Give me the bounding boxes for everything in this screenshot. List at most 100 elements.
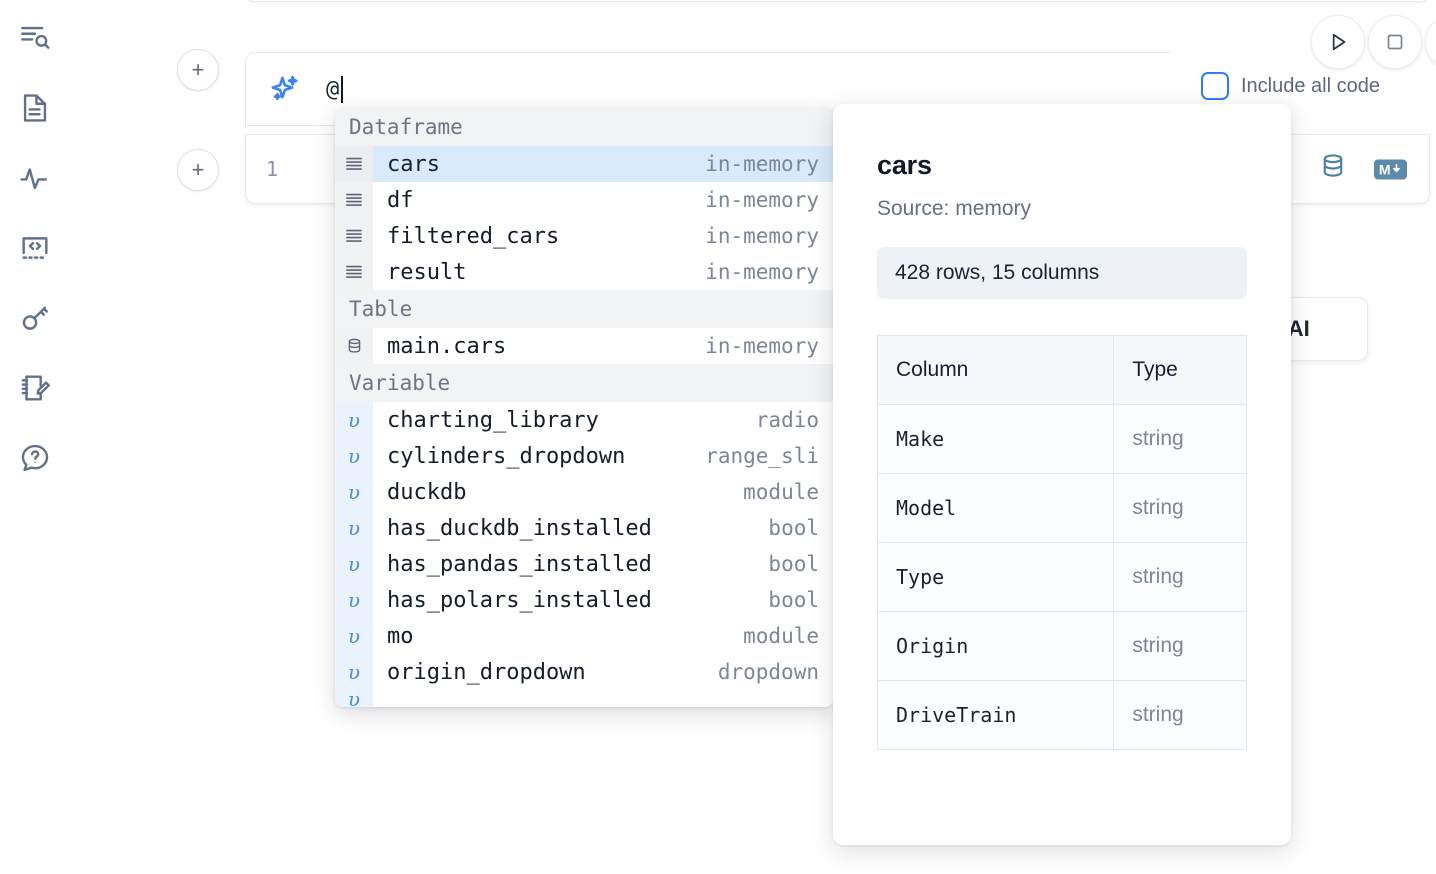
down-arrow-icon xyxy=(1393,163,1400,173)
autocomplete-item-name: filtered_cars xyxy=(387,223,560,249)
autocomplete-item-type: bool xyxy=(768,516,819,540)
variable-icon: υ xyxy=(335,582,373,618)
ai-prompt-value: @ xyxy=(326,76,340,102)
dataframe-icon xyxy=(335,218,373,254)
play-icon xyxy=(1332,33,1346,51)
variable-icon: υ xyxy=(335,438,373,474)
schema-column-type: string xyxy=(1113,404,1247,474)
dataframe-icon xyxy=(335,254,373,290)
dataframe-icon xyxy=(335,182,373,218)
autocomplete-item-name: duckdb xyxy=(387,479,467,505)
schema-column-type: string xyxy=(1113,611,1247,681)
schema-column-name: Origin xyxy=(876,611,1115,681)
schema-column-header: Column xyxy=(876,335,1115,405)
autocomplete-item-type: in-memory xyxy=(705,224,819,248)
schema-column-name: Type xyxy=(876,542,1115,612)
schema-column-type: string xyxy=(1113,542,1247,612)
autocomplete-item-type: in-memory xyxy=(705,188,819,212)
autocomplete-item[interactable]: υ cylinders_dropdown range_sli xyxy=(335,438,833,474)
detail-shape-badge: 428 rows, 15 columns xyxy=(877,247,1247,299)
autocomplete-item-type: bool xyxy=(768,552,819,576)
markdown-icon[interactable]: M xyxy=(1373,159,1407,179)
autocomplete-item-name: has_duckdb_installed xyxy=(387,515,652,541)
autocomplete-item[interactable]: υ has_polars_installed bool xyxy=(335,582,833,618)
notebook-edit-icon[interactable] xyxy=(11,364,59,412)
autocomplete-item-name: charting_library xyxy=(387,407,599,433)
text-caret xyxy=(340,75,343,103)
dataframe-detail-panel: cars Source: memory 428 rows, 15 columns… xyxy=(833,104,1291,845)
activity-icon[interactable] xyxy=(11,154,59,202)
autocomplete-item[interactable]: main.cars in-memory xyxy=(335,328,833,364)
add-cell-button-top[interactable]: + xyxy=(177,49,219,91)
schema-column-type: string xyxy=(1113,473,1247,543)
previous-cell-fragment xyxy=(245,0,1430,2)
autocomplete-item-name: has_pandas_installed xyxy=(387,551,652,577)
autocomplete-item-name: cylinders_dropdown xyxy=(387,443,626,469)
add-cell-button-bottom[interactable]: + xyxy=(177,149,219,191)
more-actions-button[interactable] xyxy=(1425,15,1436,69)
autocomplete-item-type: module xyxy=(743,624,819,648)
include-all-code-label: Include all code xyxy=(1241,74,1380,97)
autocomplete-item[interactable]: υ has_duckdb_installed bool xyxy=(335,510,833,546)
schema-type-header: Type xyxy=(1113,335,1247,405)
variable-icon: υ xyxy=(335,618,373,654)
autocomplete-item-type: dropdown xyxy=(717,660,819,684)
autocomplete-item-name: origin_dropdown xyxy=(387,659,586,685)
autocomplete-item-type: in-memory xyxy=(705,334,819,358)
autocomplete-item-partial[interactable]: υ xyxy=(335,690,833,707)
variable-icon: υ xyxy=(335,402,373,438)
autocomplete-item-name: main.cars xyxy=(387,333,507,359)
key-icon[interactable] xyxy=(11,294,59,342)
detail-source: Source: memory xyxy=(877,197,1032,220)
include-all-code-checkbox[interactable] xyxy=(1201,72,1229,100)
autocomplete-section-header: Table xyxy=(335,290,833,328)
variable-icon: υ xyxy=(335,474,373,510)
schema-column-name: Model xyxy=(876,473,1115,543)
explore-icon[interactable] xyxy=(11,14,59,62)
autocomplete-item[interactable]: result in-memory xyxy=(335,254,833,290)
autocomplete-item[interactable]: υ has_pandas_installed bool xyxy=(335,546,833,582)
dataframe-icon xyxy=(335,146,373,182)
variable-icon: υ xyxy=(335,690,373,707)
autocomplete-section-header: Dataframe xyxy=(335,108,833,146)
include-all-code-row[interactable]: Include all code xyxy=(1201,72,1380,100)
stop-square-icon xyxy=(1387,34,1403,50)
ai-prompt-input[interactable]: @ xyxy=(326,69,1170,109)
help-chat-icon[interactable] xyxy=(11,434,59,482)
cell-icon-group: M xyxy=(1318,152,1407,187)
schema-column-name: Make xyxy=(876,404,1115,474)
autocomplete-item[interactable]: filtered_cars in-memory xyxy=(335,218,833,254)
plus-icon: + xyxy=(191,57,205,82)
run-button[interactable] xyxy=(1311,15,1365,69)
database-icon[interactable] xyxy=(1318,152,1348,187)
stop-button[interactable] xyxy=(1368,15,1422,69)
autocomplete-item-type: range_sli xyxy=(705,444,819,468)
plus-icon: + xyxy=(191,157,205,182)
autocomplete-section-header: Variable xyxy=(335,364,833,402)
schema-column-name: DriveTrain xyxy=(876,680,1115,750)
autocomplete-item-type: in-memory xyxy=(705,260,819,284)
sidebar-icon-rail xyxy=(0,0,70,874)
autocomplete-item-type: in-memory xyxy=(705,152,819,176)
detail-title: cars xyxy=(877,150,932,180)
autocomplete-item-type: bool xyxy=(768,588,819,612)
file-icon[interactable] xyxy=(11,84,59,132)
autocomplete-item-name xyxy=(373,690,400,707)
markdown-letter: M xyxy=(1378,161,1391,177)
autocomplete-item-name: has_polars_installed xyxy=(387,587,652,613)
code-snippet-icon[interactable] xyxy=(11,224,59,272)
variable-icon: υ xyxy=(335,510,373,546)
variable-icon: υ xyxy=(335,546,373,582)
autocomplete-item-name: result xyxy=(387,259,467,285)
